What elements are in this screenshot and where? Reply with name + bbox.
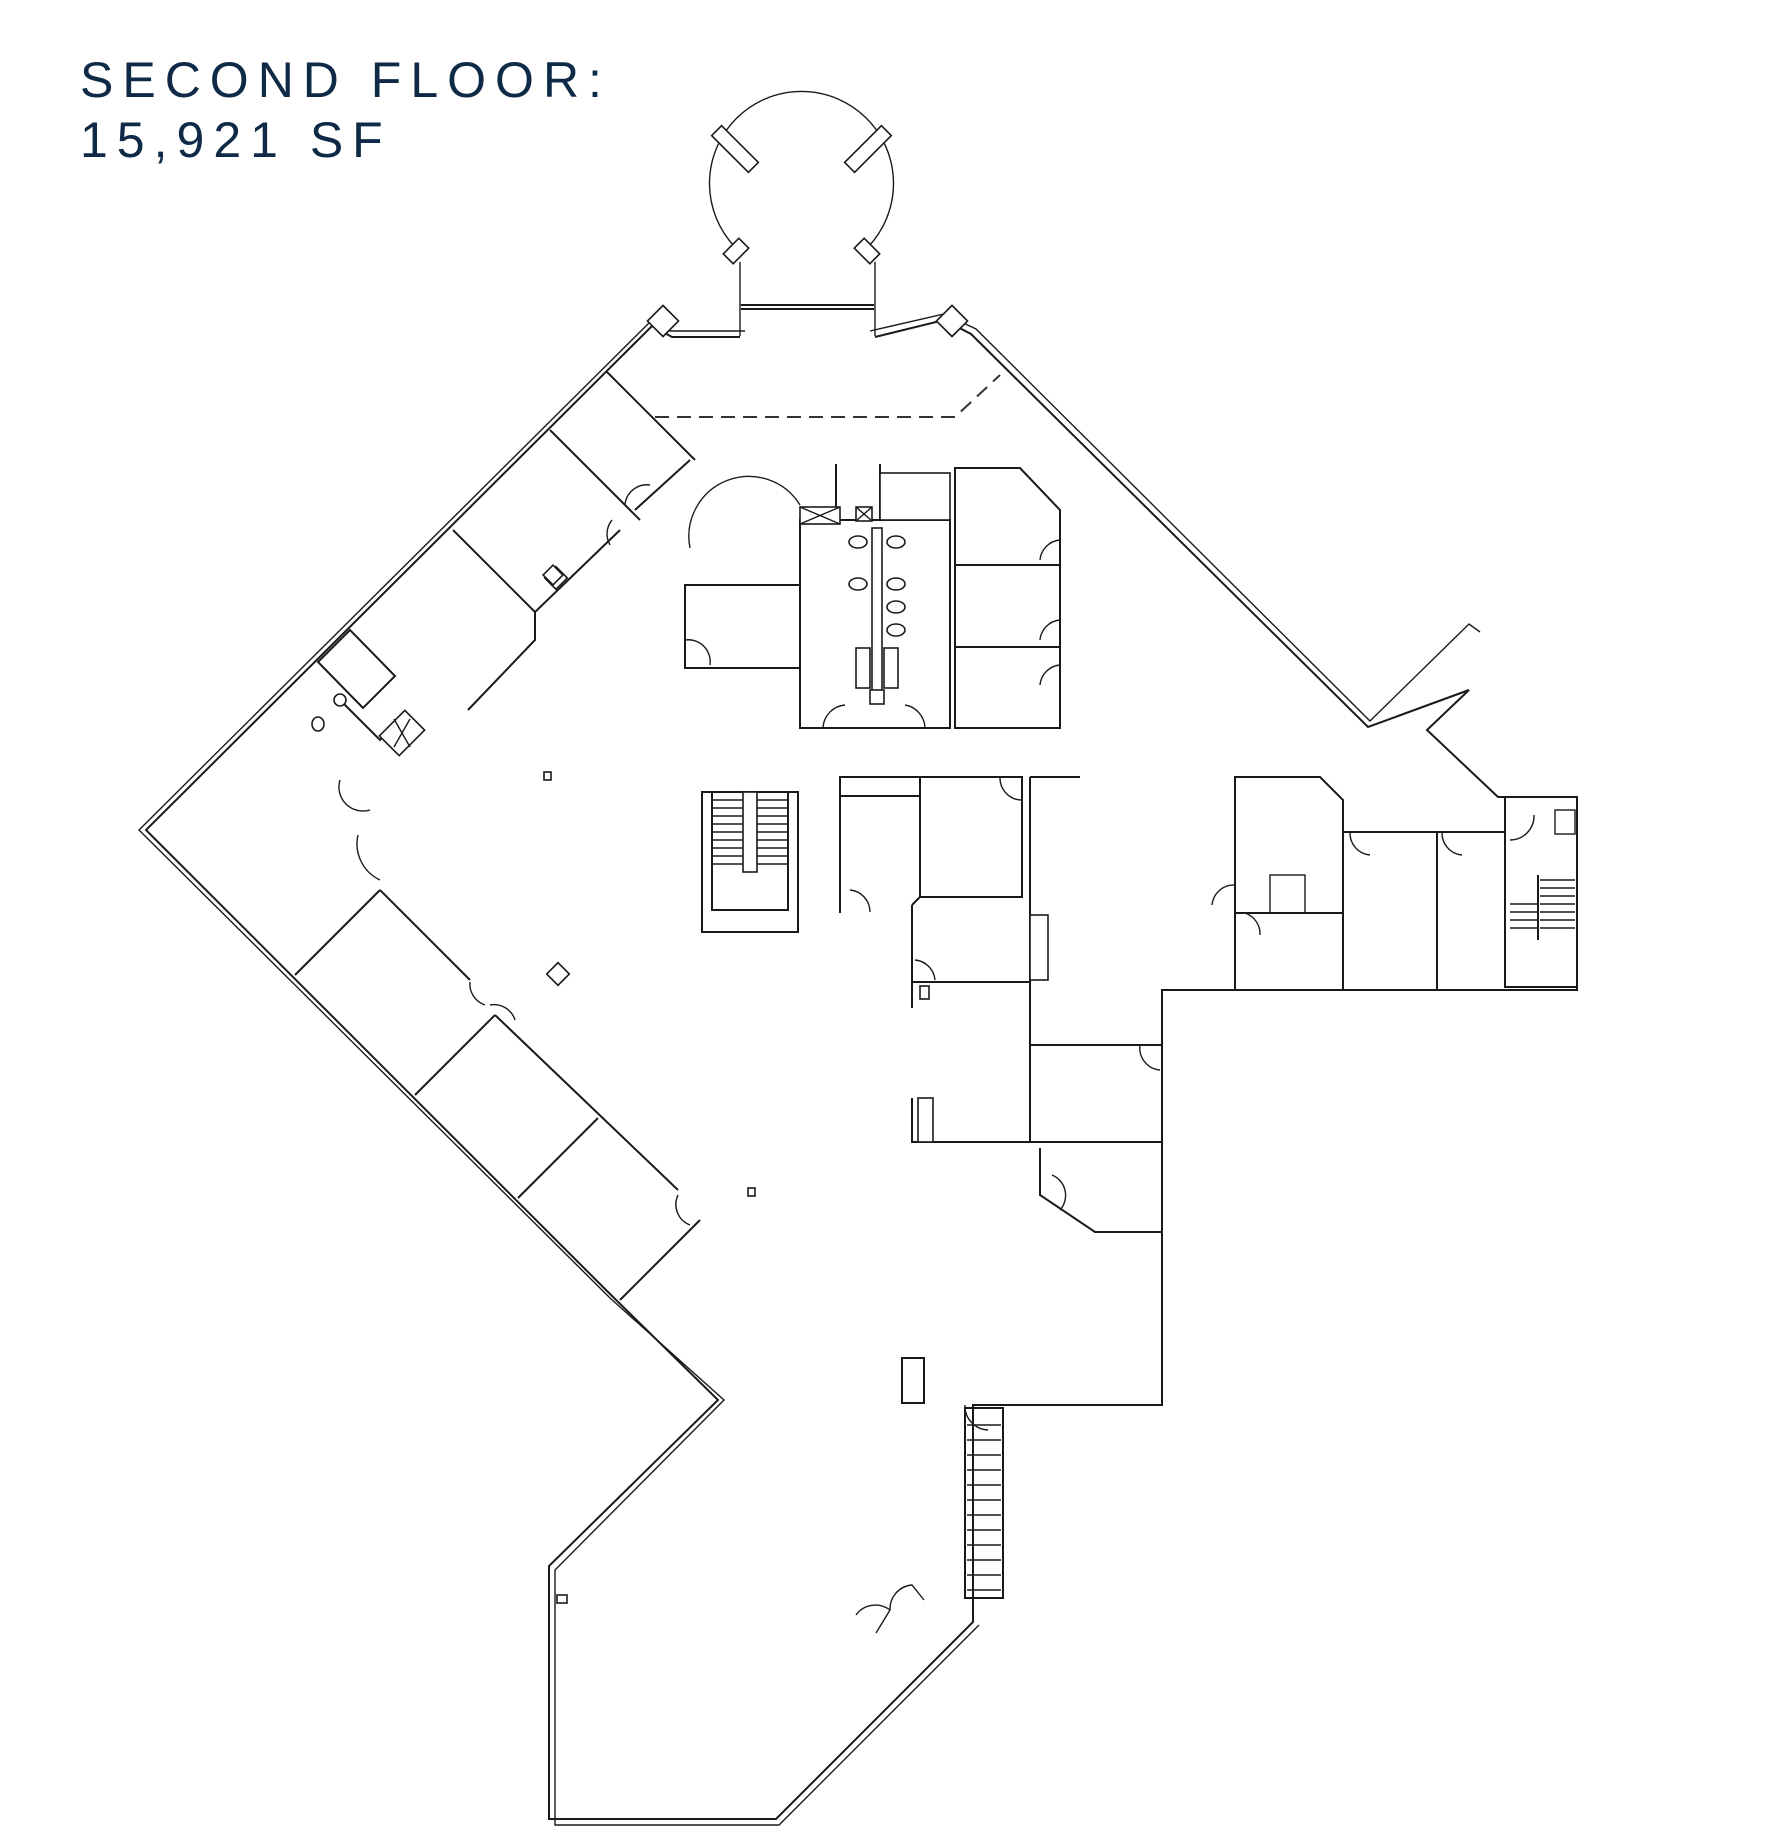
entry-double-door-icon	[556, 1584, 925, 1634]
offices-southeast	[1039, 1148, 1162, 1233]
canopy-outline	[655, 374, 1001, 418]
central-office-block	[839, 776, 1162, 1143]
offices-east-of-core	[954, 467, 1061, 729]
column-marker-icon	[541, 563, 756, 1197]
central-stair-icon	[701, 791, 799, 933]
floor-title: SECOND FLOOR: 15,921 SF	[80, 50, 611, 170]
offices-east-wing	[1211, 776, 1505, 990]
floor-name: SECOND FLOOR:	[80, 52, 611, 108]
office-row-southwest	[294, 889, 701, 1301]
exterior-wall	[138, 304, 1578, 1826]
east-stair-icon	[1504, 796, 1578, 988]
office-west-of-core	[684, 475, 801, 669]
rotunda-icon	[708, 90, 895, 336]
door-swing-icon	[624, 484, 651, 506]
floor-area: 15,921 SF	[80, 112, 392, 168]
restroom-core	[799, 464, 951, 729]
exterior-stair-icon	[901, 1357, 1004, 1599]
west-restroom	[311, 628, 426, 881]
office-row-northwest	[452, 371, 696, 711]
